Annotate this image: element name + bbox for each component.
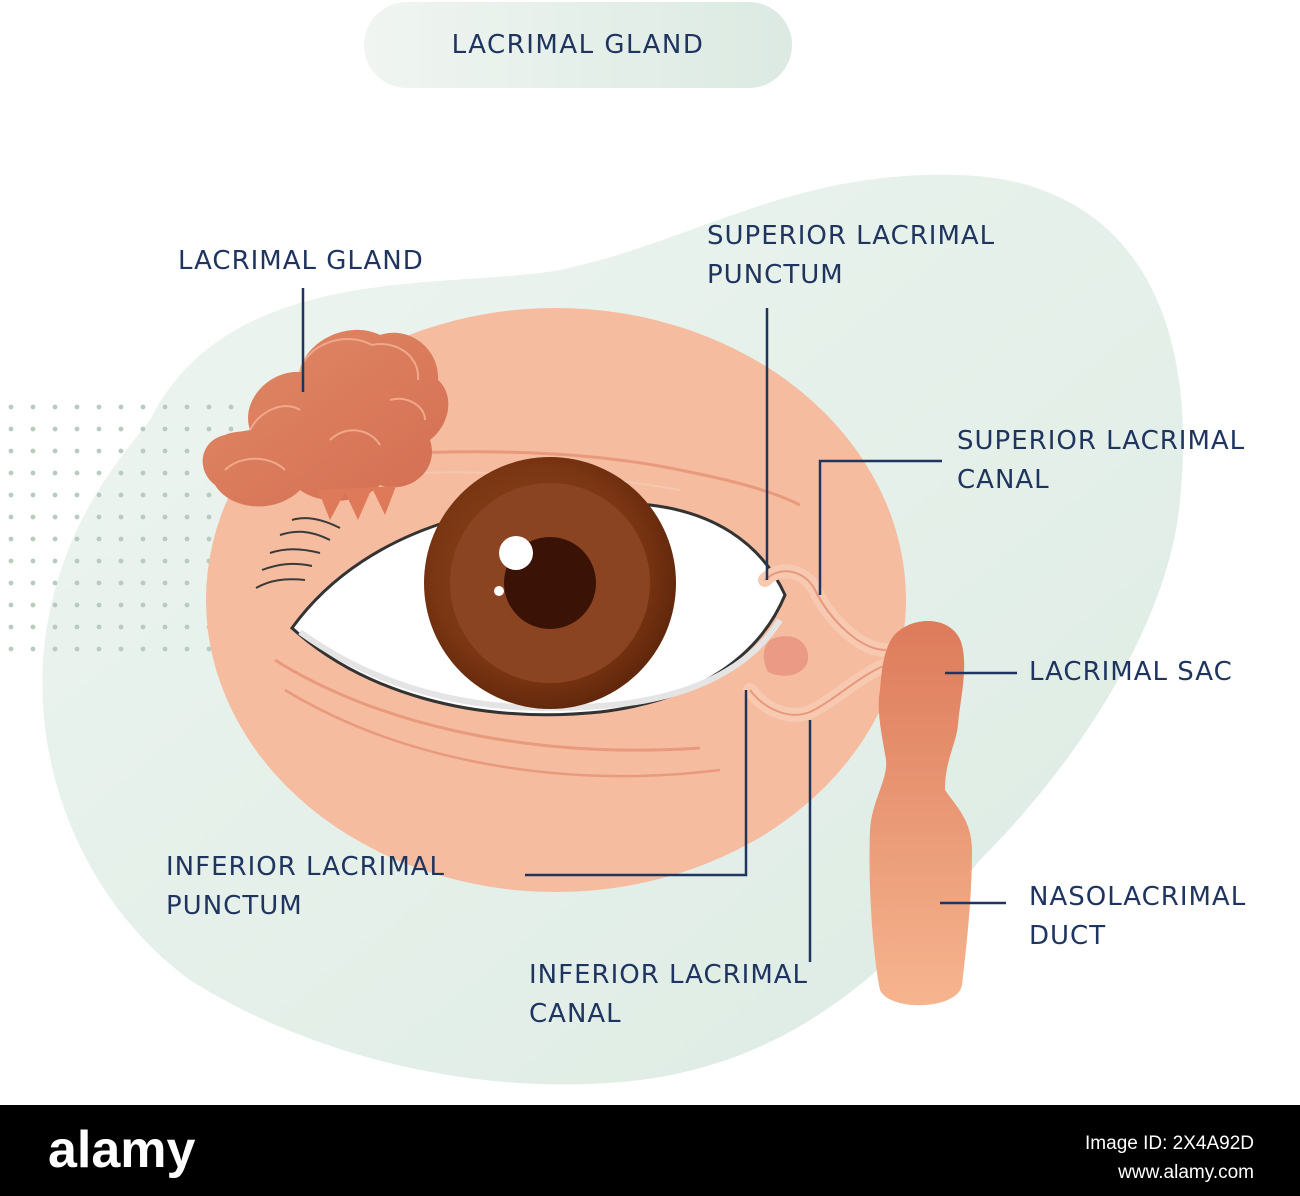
label-line: SUPERIOR LACRIMAL [957,426,1246,456]
site-url: www.alamy.com [1118,1162,1254,1183]
image-id: Image ID: 2X4A92D [1085,1133,1254,1154]
label-line: PUNCTUM [707,260,844,290]
footer-info: Image ID: 2X4A92D www.alamy.com [1085,1129,1254,1187]
label-line: CANAL [957,465,1050,495]
label-line: NASOLACRIMAL [1029,882,1247,912]
lacrimal-gland-shape [202,329,449,520]
label-superior-punctum: SUPERIOR LACRIMAL PUNCTUM [707,217,995,295]
label-line: INFERIOR LACRIMAL [529,960,809,990]
label-nasolacrimal-duct: NASOLACRIMAL DUCT [1029,878,1246,956]
label-inferior-canal: INFERIOR LACRIMAL CANAL [529,956,808,1034]
label-line: SUPERIOR LACRIMAL [707,221,996,251]
label-line: INFERIOR LACRIMAL [166,852,446,882]
caruncle [763,636,809,676]
eyelashes [255,517,341,589]
lacrimal-sac-and-duct [869,621,972,1006]
leader-inferior-punctum [525,690,748,877]
page-title-text: LACRIMAL GLAND [451,30,705,60]
label-lacrimal-gland: LACRIMAL GLAND [178,246,424,276]
label-inferior-punctum: INFERIOR LACRIMAL PUNCTUM [166,848,445,926]
label-line: PUNCTUM [166,891,303,921]
footer-bar: alamy Image ID: 2X4A92D www.alamy.com [0,1105,1300,1196]
leader-superior-canal [818,459,942,595]
lacrimal-diagram [0,174,1184,1085]
brand-logo-text: alamy [48,1121,196,1179]
lower-eyelid-crease [274,658,701,752]
label-line: DUCT [1029,921,1107,951]
label-line: CANAL [529,999,622,1029]
label-superior-canal: SUPERIOR LACRIMAL CANAL [957,422,1245,500]
label-lacrimal-sac: LACRIMAL SAC [1029,657,1233,687]
page-title: LACRIMAL GLAND [364,2,792,88]
eye-highlight [499,536,533,570]
brand-logo: alamy [48,1121,196,1179]
leader-lines [301,288,1017,962]
